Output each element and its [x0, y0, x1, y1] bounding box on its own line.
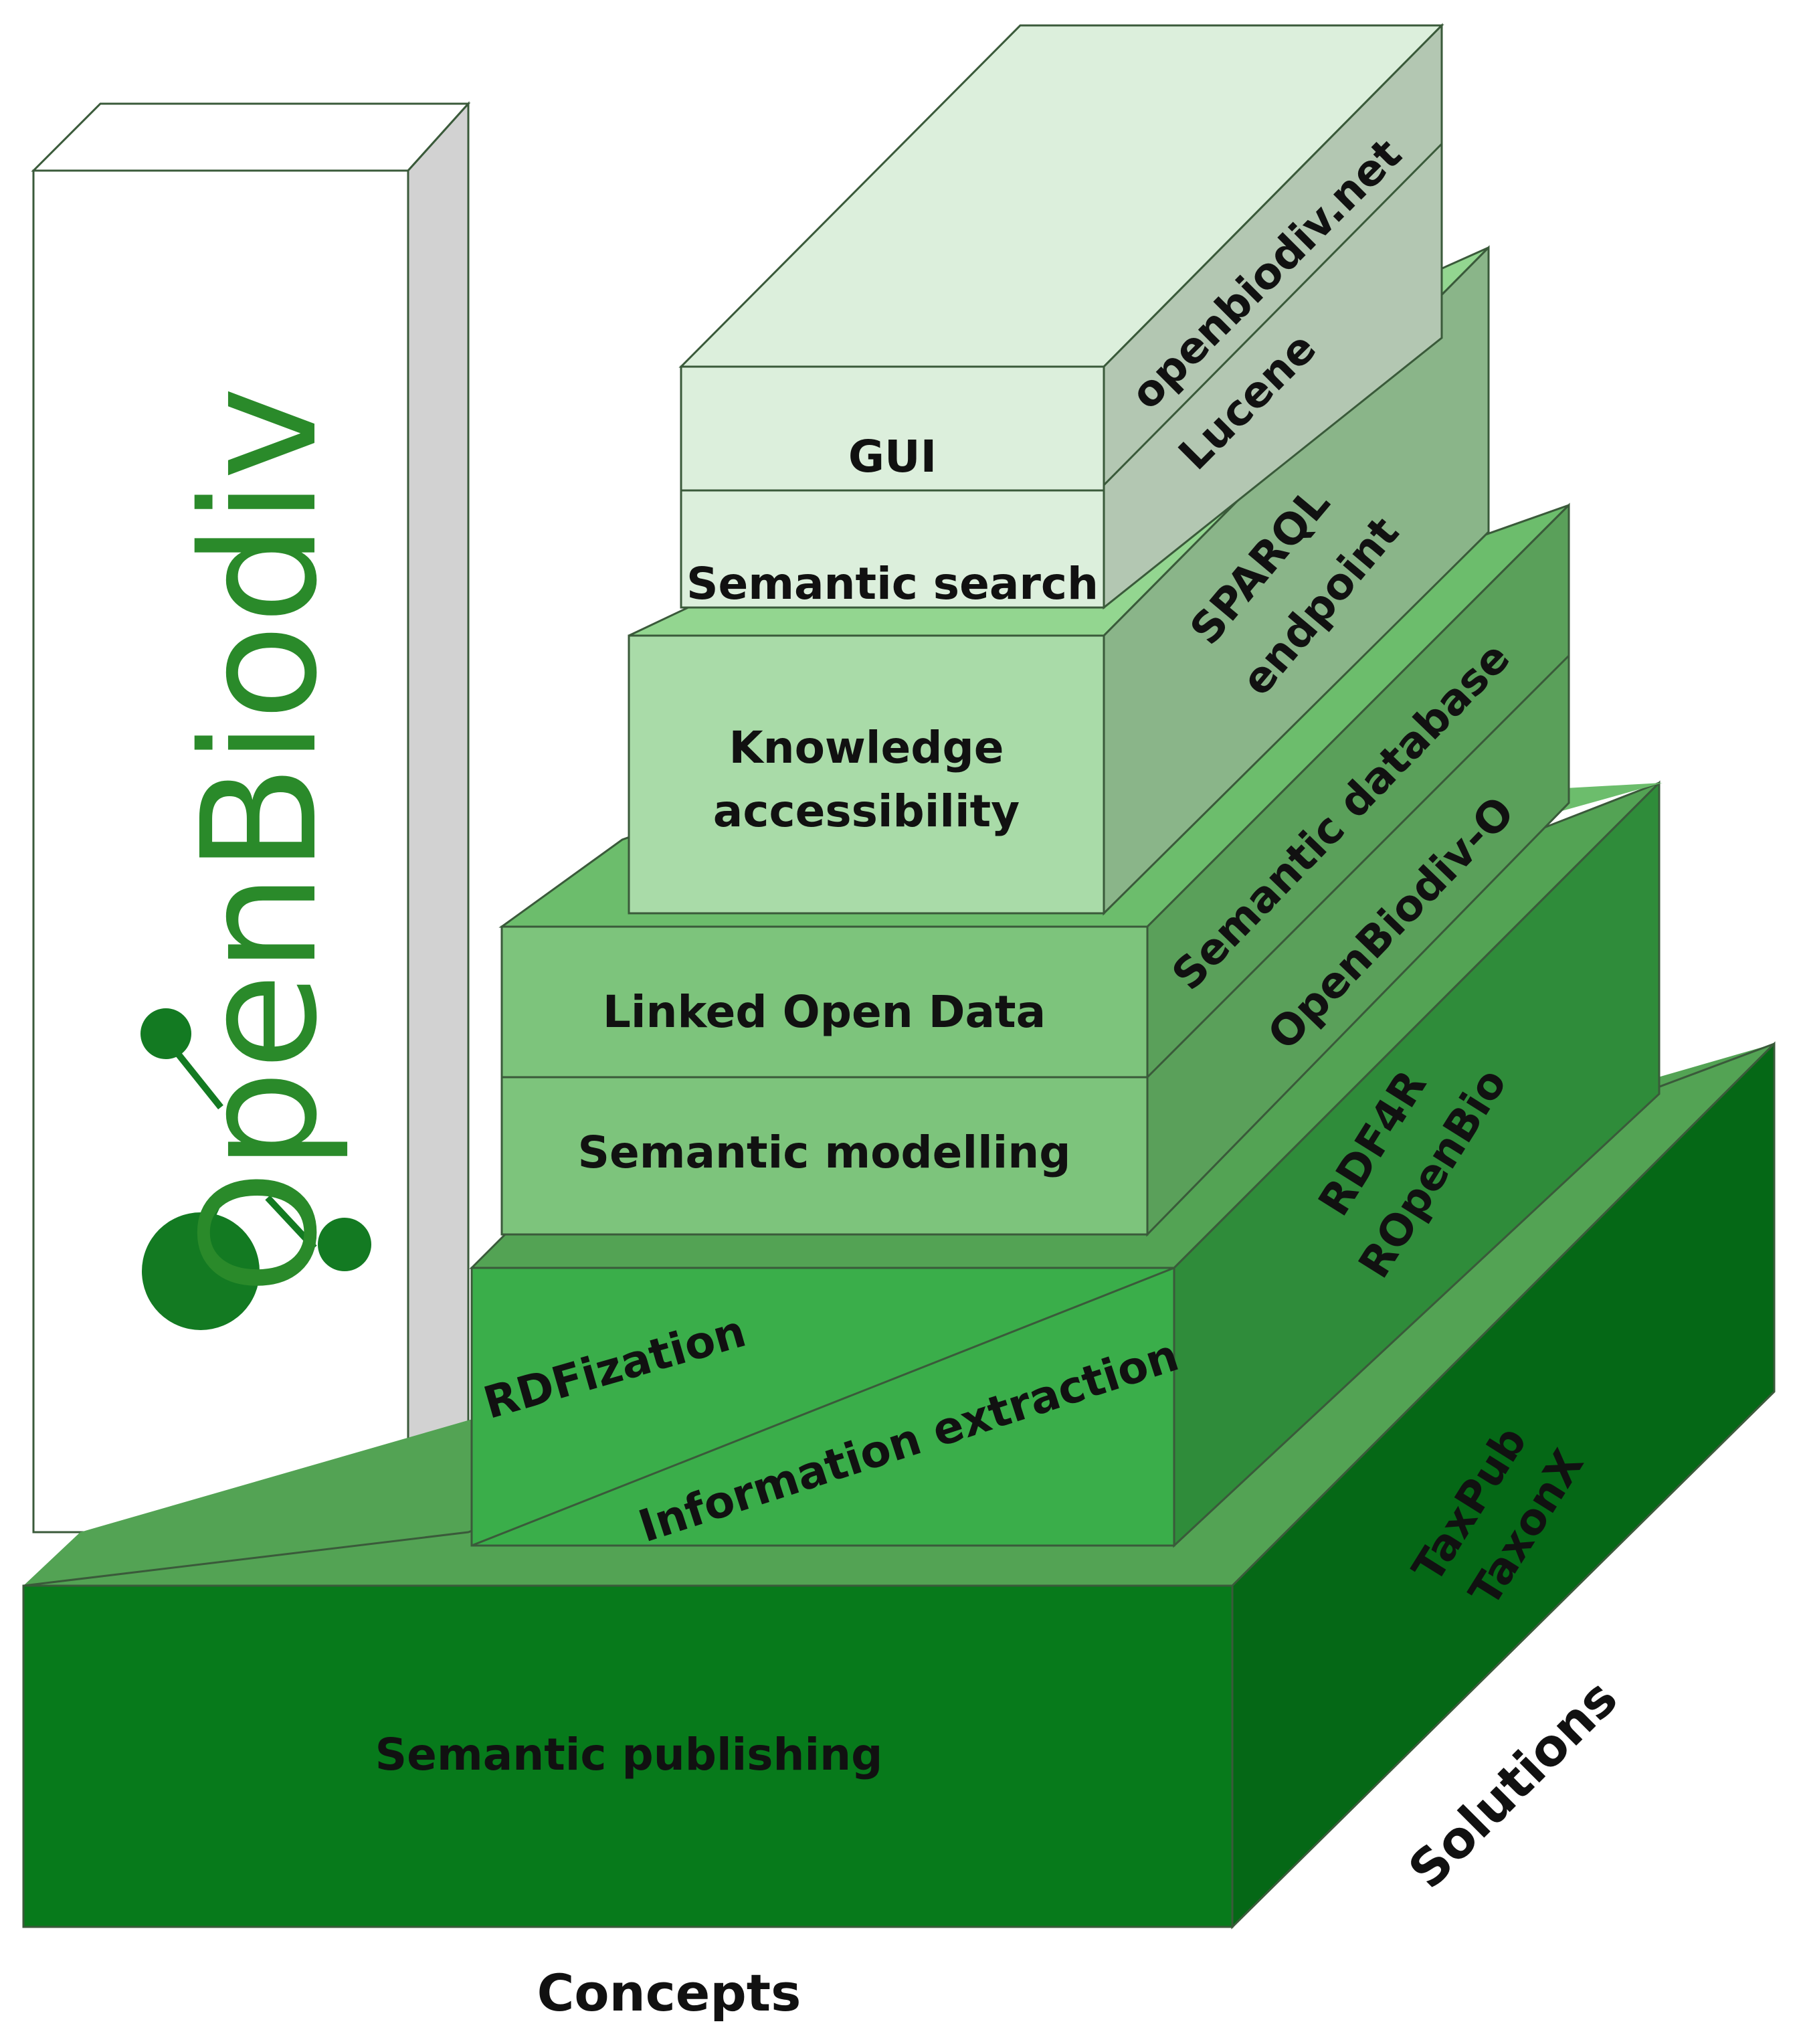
concept-gui: GUI — [848, 431, 937, 482]
layer3-front-face-upper — [500, 925, 1149, 1079]
concept-semantic-search: Semantic search — [686, 558, 1099, 610]
axis-label-concepts: Concepts — [537, 1963, 801, 2023]
layer3-side-divider — [1146, 654, 1570, 1079]
concept-accessibility: accessibility — [713, 785, 1020, 837]
layer5-front-face-lower — [680, 489, 1105, 609]
layer2-diagonal-divider — [471, 1267, 1175, 1547]
concept-semantic-publishing: Semantic publishing — [375, 1729, 883, 1780]
layer5-front-face-upper — [680, 365, 1105, 492]
openbiodiv-logo-molecule-icon — [140, 1008, 371, 1330]
concept-knowledge: Knowledge — [729, 722, 1004, 773]
layer5-side-divider — [1103, 143, 1443, 486]
openbiodiv-pillar: OpenBiodiv — [31, 101, 471, 1536]
layer4-front-face — [628, 634, 1105, 915]
layer-gui: GUI Semantic search openbiodiv.net Lucen… — [678, 23, 1444, 610]
concept-linked-open-data: Linked Open Data — [603, 986, 1046, 1038]
openbiodiv-logo-text: OpenBiodiv — [168, 387, 352, 1295]
layer1-front-face — [22, 1584, 1234, 1928]
concept-semantic-modelling: Semantic modelling — [577, 1127, 1070, 1178]
pillar-top-face — [31, 102, 471, 172]
layer3-front-face-lower — [500, 1076, 1149, 1236]
pillar-side-face — [407, 101, 470, 1536]
